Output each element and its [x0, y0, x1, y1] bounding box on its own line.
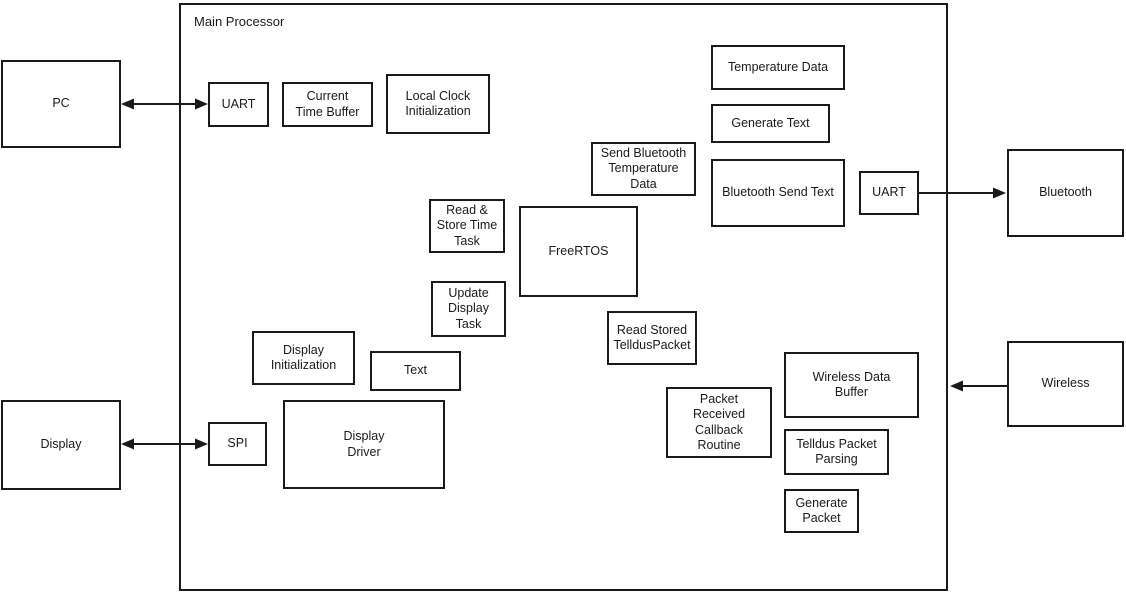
node-spi: SPI — [208, 422, 267, 466]
node-display: Display — [1, 400, 121, 490]
node-update-display-task: Update Display Task — [431, 281, 506, 337]
node-freertos: FreeRTOS — [519, 206, 638, 297]
node-telldus-packet-parsing: Telldus Packet Parsing — [784, 429, 889, 475]
node-generate-text: Generate Text — [711, 104, 830, 143]
node-wireless-data-buffer: Wireless Data Buffer — [784, 352, 919, 418]
node-temperature-data: Temperature Data — [711, 45, 845, 90]
node-display-initialization: Display Initialization — [252, 331, 355, 385]
arrow-wireless-in — [950, 380, 1007, 392]
node-bluetooth-send-text: Bluetooth Send Text — [711, 159, 845, 227]
node-text: Text — [370, 351, 461, 391]
node-local-clock-initialization: Local Clock Initialization — [386, 74, 490, 134]
node-uart-bluetooth: UART — [859, 171, 919, 215]
node-generate-packet: Generate Packet — [784, 489, 859, 533]
node-uart-pc: UART — [208, 82, 269, 127]
node-bluetooth: Bluetooth — [1007, 149, 1124, 237]
node-wireless: Wireless — [1007, 341, 1124, 427]
main-processor-label: Main Processor — [194, 14, 285, 29]
node-display-driver: Display Driver — [283, 400, 445, 489]
node-read-stored-telldus-packet: Read Stored TelldusPacket — [607, 311, 697, 365]
node-send-bluetooth-temperature-data: Send Bluetooth Temperature Data — [591, 142, 696, 196]
node-current-time-buffer: Current Time Buffer — [282, 82, 373, 127]
node-read-store-time-task: Read & Store Time Task — [429, 199, 505, 253]
node-packet-received-callback-routine: Packet Received Callback Routine — [666, 387, 772, 458]
node-pc: PC — [1, 60, 121, 148]
